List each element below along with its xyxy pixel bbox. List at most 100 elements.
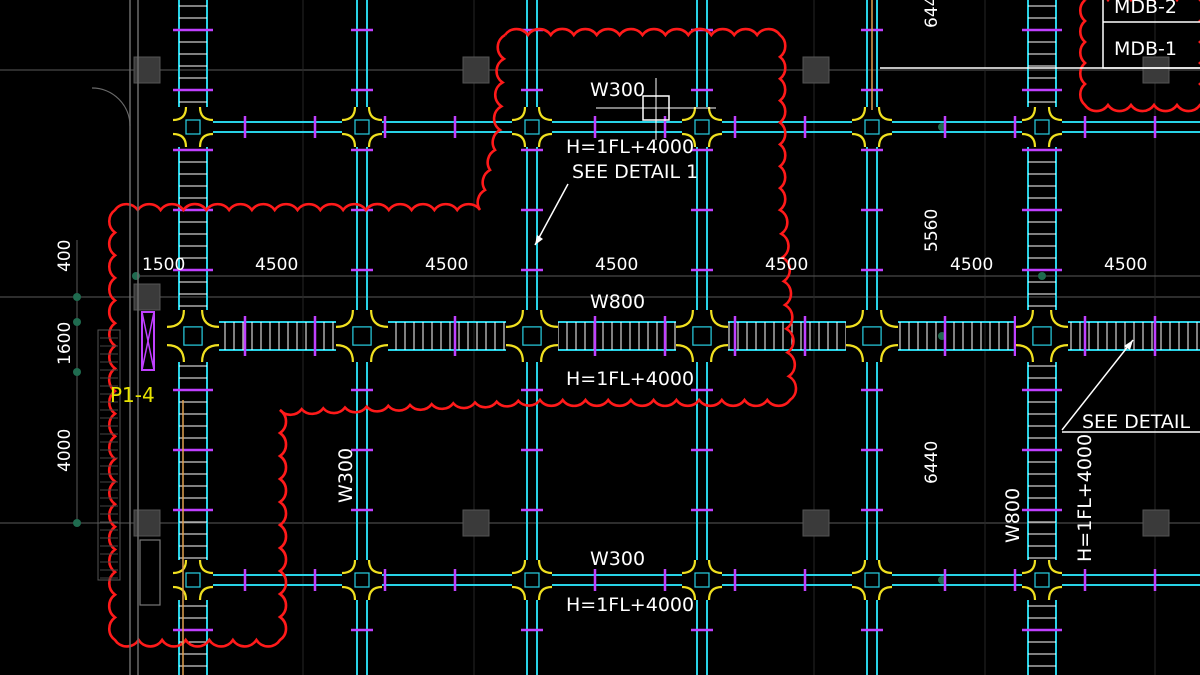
equipment-box [139,539,161,606]
label-w300-bottom: W300 [590,548,645,570]
stair-outline [97,329,121,581]
tray-fittings [166,106,1069,601]
fitting-arc [877,585,893,601]
tray-cross-fitting [511,106,553,148]
fitting-arc [367,585,383,601]
horizontal-dimensions: 1500 4500 4500 4500 4500 4500 4500 [142,255,1147,275]
tray-cross-fitting [172,559,214,601]
fitting-arc [511,106,527,122]
fitting-arc [505,344,524,363]
tray-cross-fitting [681,559,723,601]
fitting-arc [335,344,354,363]
tray-cross-fitting [1015,309,1069,363]
label-w800-mid: W800 [590,291,645,313]
fitting-core [185,119,201,135]
fitting-arc [166,309,185,328]
fitting-arc [707,106,723,122]
tray-cross-fitting [675,309,729,363]
dim-v-6440-mid: 6440 [922,441,942,484]
fitting-arc [880,344,899,363]
dim-h-1: 1500 [142,255,185,275]
fitting-arc [201,309,220,328]
dimension-node [73,293,81,301]
panel-tag: P1-4 [110,383,155,407]
fitting-arc [1050,344,1069,363]
fitting-arc [540,309,559,328]
label-w300-top: W300 [590,79,645,101]
fitting-arc [198,585,214,601]
dimension-node [73,519,81,527]
fitting-body [173,560,213,600]
legend-table: MDB-2 MDB-1 [1102,0,1200,69]
dim-h-7: 4500 [1104,255,1147,275]
fitting-arc [1047,585,1063,601]
fitting-arc [845,344,864,363]
fitting-arc [537,585,553,601]
revision-cloud [1078,0,1200,113]
tray-cross-fitting [511,559,553,601]
dim-v-1600: 1600 [55,322,75,365]
tray-cross-fitting [505,309,559,363]
tray-cross-fitting [341,106,383,148]
fitting-body [512,107,552,147]
fitting-body [1022,560,1062,600]
label-height-top: H=1FL+4000 [566,136,694,158]
fitting-core [1034,119,1050,135]
fitting-core [524,119,540,135]
fitting-core [522,326,542,346]
tray-cross-fitting [172,106,214,148]
fitting-arc [172,106,188,122]
fitting-body [852,107,892,147]
fitting-core [864,119,880,135]
fitting-arc [370,309,389,328]
revision-clouds [107,0,1200,648]
fitting-arc [880,309,899,328]
fitting-arc [877,106,893,122]
fitting-core [185,572,201,588]
legend-row-2: MDB-1 [1114,38,1177,60]
fitting-arc [1047,106,1063,122]
fitting-arc [851,559,867,575]
fitting-arc [1015,309,1034,328]
fitting-body [676,310,728,362]
fitting-arc [537,559,553,575]
tray-cross-fitting [1021,559,1063,601]
fitting-arc [1015,344,1034,363]
fitting-body [506,310,558,362]
label-w300-vertical: W300 [335,448,357,503]
fitting-body [336,310,388,362]
fitting-core [352,326,372,346]
fitting-core [183,326,203,346]
fitting-body [846,310,898,362]
vertical-dimensions-grid: 5560 6440 6440 [922,0,942,484]
fitting-arc [681,106,697,122]
fitting-arc [1050,309,1069,328]
fitting-arc [1047,132,1063,148]
dimension-node [73,318,81,326]
fitting-arc [681,132,697,148]
revision-cloud [107,27,798,648]
fitting-arc [710,344,729,363]
annotations: W300 H=1FL+4000 SEE DETAIL 1 W800 H=1FL+… [110,79,1190,616]
fitting-arc [675,309,694,328]
fitting-core [354,119,370,135]
structural-column [462,56,490,84]
fitting-arc [877,559,893,575]
fitting-arc [341,559,357,575]
leader-arrowhead [1124,340,1133,350]
fitting-arc [370,344,389,363]
fitting-arc [851,585,867,601]
fitting-arc [1047,559,1063,575]
fitting-arc [511,559,527,575]
label-height-right: H=1FL+4000 [1074,434,1096,562]
fitting-arc [166,344,185,363]
structural-column [802,56,830,84]
dimension-node [1038,272,1046,280]
dim-h-6: 4500 [950,255,993,275]
fitting-arc [710,309,729,328]
dim-h-4: 4500 [595,255,638,275]
fitting-arc [681,585,697,601]
dim-v-6440-top: 6440 [922,0,942,28]
fitting-body [342,560,382,600]
